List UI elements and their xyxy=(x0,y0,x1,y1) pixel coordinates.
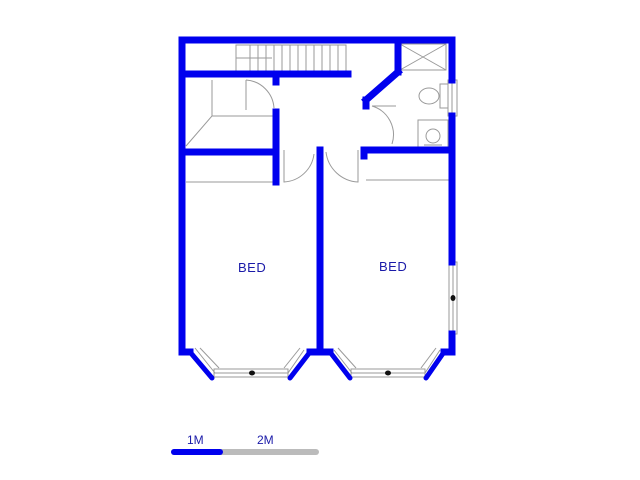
bay-walls xyxy=(187,349,447,381)
walls xyxy=(178,36,456,356)
bay-window-right xyxy=(333,347,441,378)
landing-cupboard xyxy=(185,79,275,147)
basin xyxy=(417,119,449,149)
stairs xyxy=(235,44,347,72)
scale-label-1m: 1M xyxy=(187,433,204,447)
bathroom-window xyxy=(447,79,458,117)
scale-label-2m: 2M xyxy=(257,433,274,447)
bathroom-door xyxy=(371,105,396,145)
room-label-bed-left: BED xyxy=(238,260,267,275)
bedroom-doors xyxy=(283,150,359,183)
toilet xyxy=(418,83,449,109)
built-in-cupboards xyxy=(186,179,450,183)
shower xyxy=(399,43,447,71)
window-markers xyxy=(249,295,456,376)
room-label-bed-right: BED xyxy=(379,259,408,274)
